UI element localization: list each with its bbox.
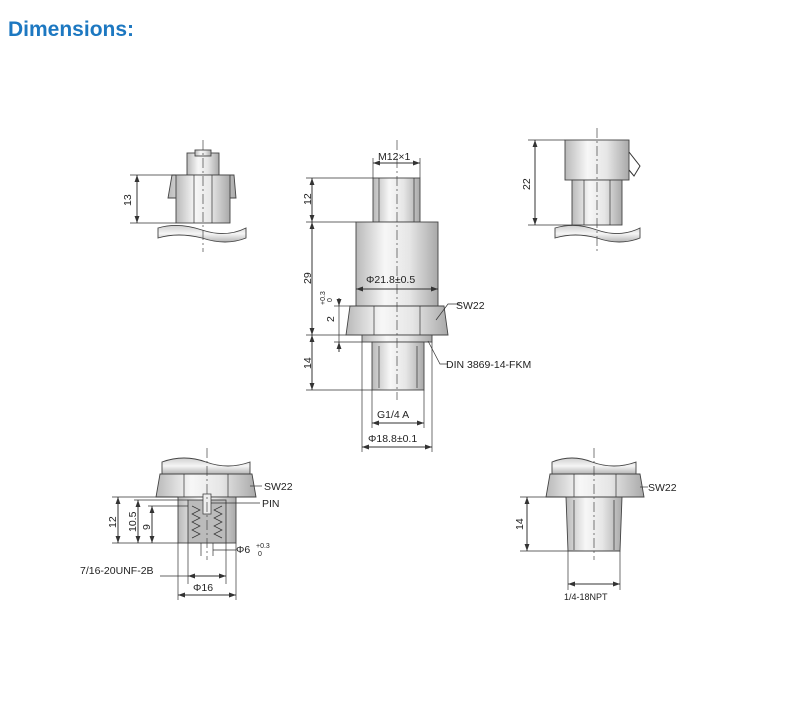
gap-tol-lower: 0 — [327, 298, 334, 302]
connector-view-top-right: 22 — [521, 128, 641, 252]
thread-g14-label: G1/4 A — [377, 409, 409, 421]
npt-height-14-label: 14 — [514, 518, 526, 530]
unf-thread-label: 7/16-20UNF-2B — [80, 565, 154, 577]
pin-label: PIN — [262, 498, 280, 510]
height-13-label: 13 — [122, 194, 134, 206]
npt-port-view: SW22 14 1/4-18NPT — [514, 448, 677, 602]
thread-m12-label: M12×1 — [378, 151, 411, 163]
sensor-main-view: M12×1 12 29 14 2 +0.3 0 Φ21.8±0.5 SW22 D… — [302, 140, 531, 452]
height-22-label: 22 — [521, 178, 533, 190]
gap-tol-upper: +0.3 — [320, 291, 327, 305]
total-height-12-label: 12 — [107, 516, 119, 528]
bore-tol-lower: 0 — [258, 551, 262, 558]
seal-diameter-label: Φ18.8±0.1 — [368, 433, 417, 445]
thread-height-10-5-label: 10.5 — [127, 511, 139, 532]
unf-port-view: SW22 PIN 12 10.5 9 Φ6 +0.3 0 7/16-20UNF-… — [80, 448, 293, 600]
hex-sw22-label-br: SW22 — [648, 482, 677, 494]
gap-2-label: 2 — [325, 316, 337, 322]
height-12-label: 12 — [302, 193, 314, 205]
body-diameter-label: Φ21.8±0.5 — [366, 274, 415, 286]
bore-height-9-label: 9 — [141, 524, 153, 530]
hex-sw22-label: SW22 — [456, 300, 485, 312]
height-29-label: 29 — [302, 272, 314, 284]
hex-sw22-label-bl: SW22 — [264, 481, 293, 493]
npt-thread-label: 1/4-18NPT — [564, 592, 608, 602]
connector-view-top-left: 13 — [122, 140, 247, 252]
thread-pattern — [191, 505, 223, 539]
page-title: Dimensions: — [8, 18, 135, 41]
bore-tol-upper: +0.3 — [256, 543, 270, 550]
outer-diameter-label: Φ16 — [193, 582, 213, 594]
seal-label: DIN 3869-14-FKM — [446, 359, 531, 371]
bore-diameter-label: Φ6 — [236, 544, 250, 556]
height-14-label: 14 — [302, 357, 314, 369]
